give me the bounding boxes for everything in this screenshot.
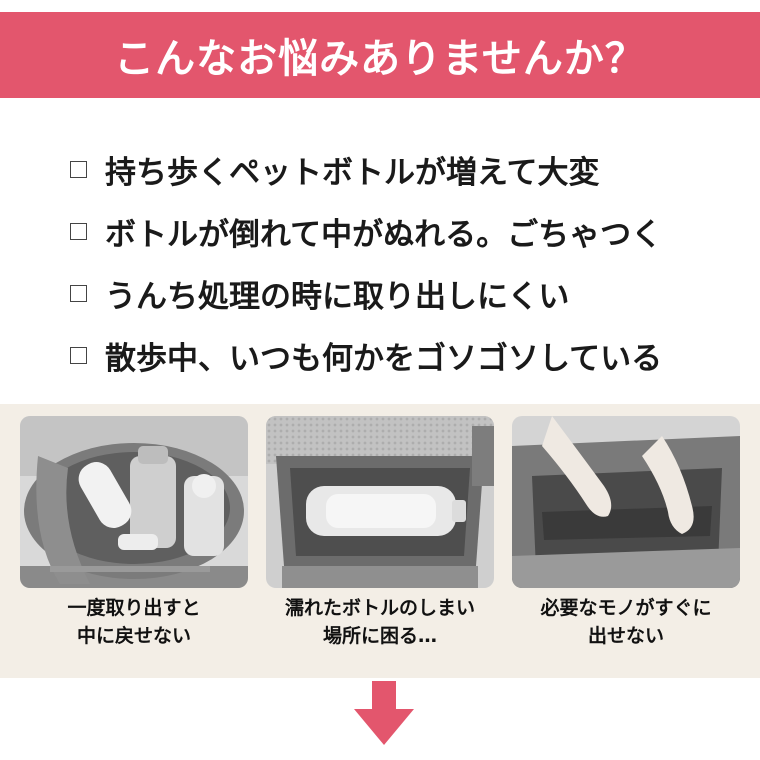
photo-bag-wet-bottle bbox=[266, 416, 494, 588]
checkbox-icon bbox=[70, 160, 87, 178]
photo-caption: 一度取り出すと 中に戻せない bbox=[20, 594, 248, 650]
caption-line: 中に戻せない bbox=[76, 625, 191, 647]
caption-line: 濡れたボトルのしまい bbox=[284, 597, 475, 619]
caption-line: 場所に困る… bbox=[322, 625, 437, 647]
checklist-item: うんち処理の時に取り出しにくい bbox=[70, 262, 710, 324]
bag-wet-bottle-image bbox=[266, 416, 494, 588]
checklist-item: 持ち歩くペットボトルが増えて大変 bbox=[70, 138, 710, 200]
header-banner: こんなお悩みありませんか？ bbox=[0, 12, 760, 98]
photo-bag-with-bottles bbox=[20, 416, 248, 588]
concern-checklist: 持ち歩くペットボトルが増えて大変 ボトルが倒れて中がぬれる。ごちゃつく うんち処… bbox=[70, 138, 710, 386]
checkbox-icon bbox=[70, 346, 87, 364]
hands-in-bag-image bbox=[512, 416, 740, 588]
photo-hands-in-bag bbox=[512, 416, 740, 588]
photo-caption: 濡れたボトルのしまい 場所に困る… bbox=[266, 594, 494, 650]
checklist-item-text: ボトルが倒れて中がぬれる。ごちゃつく bbox=[105, 216, 663, 253]
checkbox-icon bbox=[70, 222, 87, 240]
checklist-item-text: 持ち歩くペットボトルが増えて大変 bbox=[105, 154, 600, 191]
arrow-down-icon bbox=[354, 681, 414, 745]
bag-bottles-image bbox=[20, 416, 248, 588]
checklist-item-text: うんち処理の時に取り出しにくい bbox=[105, 278, 570, 315]
checklist-item: ボトルが倒れて中がぬれる。ごちゃつく bbox=[70, 200, 710, 262]
caption-line: 一度取り出すと bbox=[67, 597, 201, 619]
checklist-item: 散歩中、いつも何かをゴソゴソしている bbox=[70, 324, 710, 386]
caption-line: 必要なモノがすぐに bbox=[540, 597, 712, 619]
photo-strip: 一度取り出すと 中に戻せない 濡れたボトルのしまい 場所に困る… bbox=[0, 404, 760, 678]
banner-title: こんなお悩みありませんか？ bbox=[114, 36, 646, 82]
caption-line: 出せない bbox=[587, 625, 664, 647]
photo-caption: 必要なモノがすぐに 出せない bbox=[512, 594, 740, 650]
checkbox-icon bbox=[70, 284, 87, 302]
checklist-item-text: 散歩中、いつも何かをゴソゴソしている bbox=[105, 340, 663, 377]
